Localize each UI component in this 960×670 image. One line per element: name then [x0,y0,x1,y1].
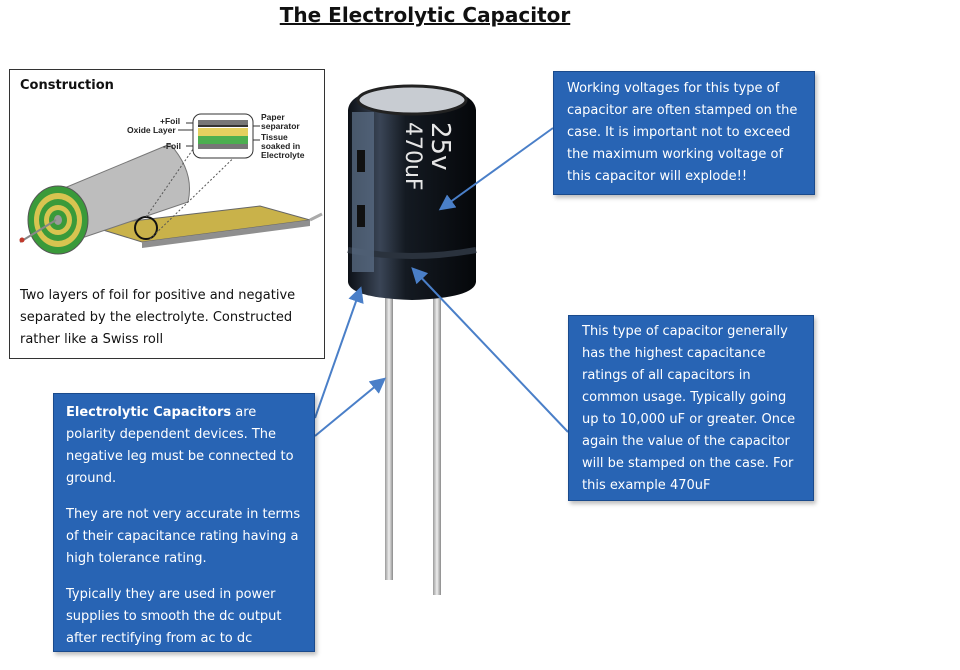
positive-leg [433,280,441,595]
label-separator: separator [261,121,300,131]
label-oxide-layer: Oxide Layer [127,125,176,135]
polarity-paragraph: Electrolytic Capacitors are polarity dep… [66,402,302,490]
polarity-rest: are polarity dependent devices. The nega… [66,405,294,486]
callout-capacitance: This type of capacitor generally has the… [568,315,814,501]
label-plus-foil: +Foil [160,116,180,126]
negative-leg [385,280,393,580]
label-paper: Paper [261,112,285,122]
callout-electrolytic: Electrolytic Capacitors are polarity dep… [53,393,315,652]
capacitor-body [348,86,476,300]
arrow-capacitance [411,267,569,433]
label-soaked: soaked in [261,141,300,151]
capacitor-top [356,84,468,116]
label-minus-foil: -Foil [163,141,181,151]
capacitance-marking: 470uF [400,122,425,191]
swiss-roll-diagram: +Foil Oxide Layer -Foil Paper separator … [19,112,323,255]
label-tissue: Tissue [261,132,288,142]
page-title: The Electrolytic Capacitor [279,3,571,27]
label-electrolyte: Electrolyte [261,150,305,160]
construction-panel: Construction +Foil [9,69,325,359]
arrow-negative-stripe [314,286,364,419]
accuracy-paragraph: They are not very accurate in terms of t… [66,507,301,566]
usage-paragraph: Typically they are used in power supplie… [66,587,282,646]
construction-caption: Two layers of foil for positive and nega… [20,288,296,347]
negative-stripe [352,112,374,272]
polarity-bold: Electrolytic Capacitors [66,405,232,420]
callout-working-voltage: Working voltages for this type of capaci… [553,71,815,195]
arrow-leg [314,377,387,437]
arrow-voltage [438,127,554,211]
construction-heading: Construction [20,78,114,93]
voltage-marking: 25v [425,122,455,170]
